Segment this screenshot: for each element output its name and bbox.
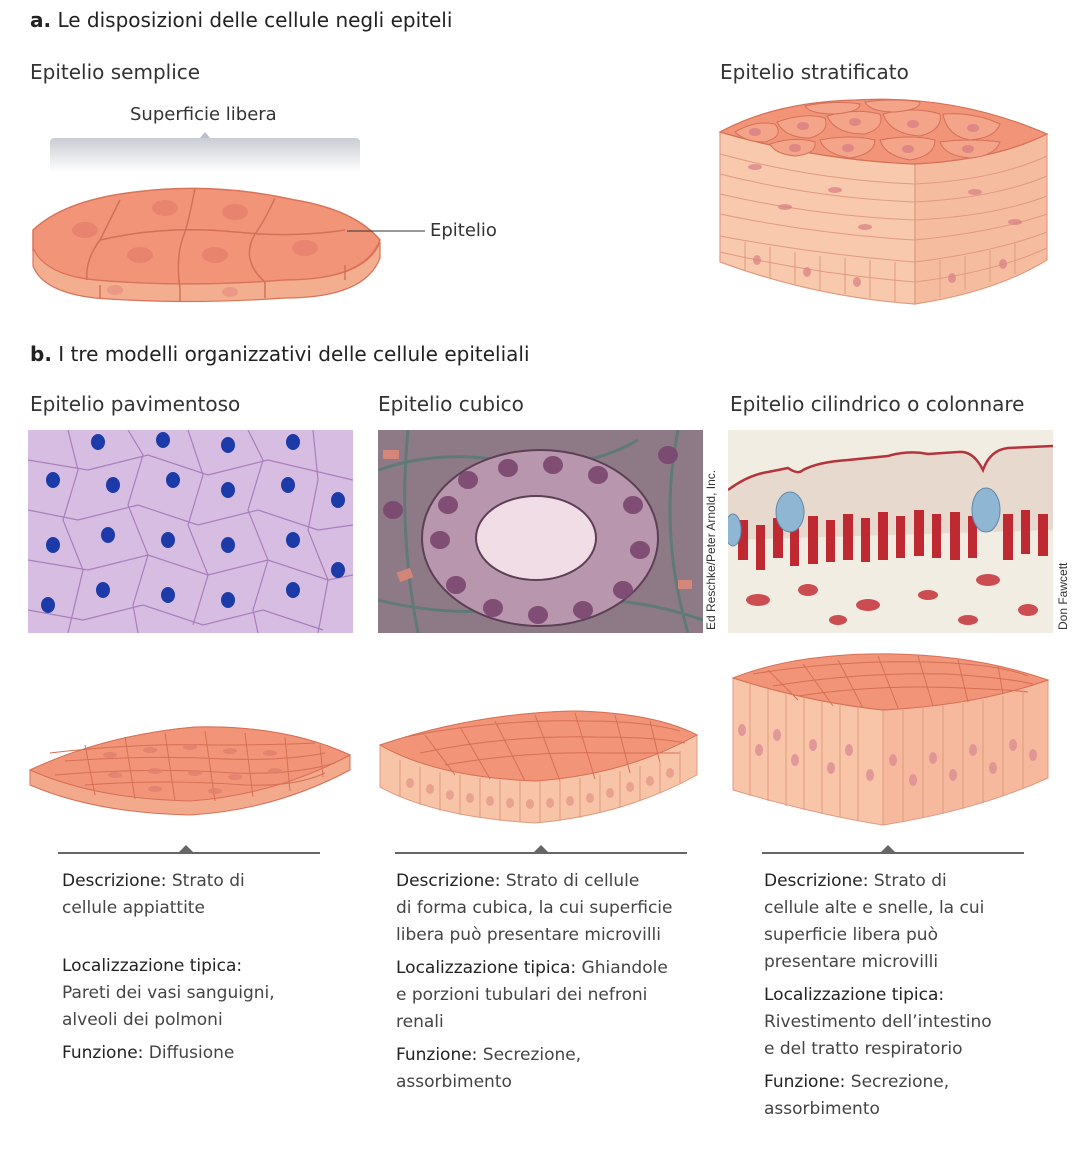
cuboidal-divider <box>395 845 687 854</box>
cuboidal-micrograph <box>378 430 703 633</box>
desc-line: presentare microvilli <box>764 952 939 972</box>
section-a-letter: a. <box>30 8 52 32</box>
stratified-epithelium-heading: Epitelio stratificato <box>720 60 909 84</box>
desc-line: Localizzazione tipica: <box>764 985 945 1005</box>
cuboidal-description: Descrizione: Strato di cellule di forma … <box>396 868 726 1096</box>
desc-line: Descrizione: Strato di <box>62 871 245 891</box>
free-surface-pointer <box>200 132 210 138</box>
photo-credit-fawcett: Don Fawcett <box>1056 562 1070 630</box>
cuboidal-illustration <box>378 710 699 824</box>
desc-line: Funzione: Secrezione, <box>764 1072 950 1092</box>
columnar-heading: Epitelio cilindrico o colonnare <box>730 392 1025 416</box>
desc-line: Funzione: Secrezione, <box>396 1045 582 1065</box>
desc-line: assorbimento <box>396 1072 512 1092</box>
section-b-title-text: I tre modelli organizzativi delle cellul… <box>58 342 530 366</box>
section-a-title: a. Le disposizioni delle cellule negli e… <box>30 8 452 32</box>
desc-line: Pareti dei vasi sanguigni, <box>62 983 275 1003</box>
columnar-divider <box>762 845 1024 854</box>
desc-line: Descrizione: Strato di <box>764 871 947 891</box>
desc-line: alveoli dei polmoni <box>62 1010 223 1030</box>
columnar-micrograph <box>728 430 1053 633</box>
desc-line: e porzioni tubulari dei nefroni <box>396 985 648 1005</box>
desc-line: libera può presentare microvilli <box>396 925 661 945</box>
photo-credit-reschke: Ed Reschke/Peter Arnold, Inc. <box>704 469 718 630</box>
desc-line: Localizzazione tipica: <box>62 956 243 976</box>
stratified-epithelium-illustration <box>718 98 1049 305</box>
desc-line: Rivestimento dell’intestino <box>764 1012 992 1032</box>
section-a-title-text: Le disposizioni delle cellule negli epit… <box>57 8 453 32</box>
squamous-micrograph <box>28 430 353 633</box>
cuboidal-heading: Epitelio cubico <box>378 392 524 416</box>
squamous-divider <box>58 845 320 854</box>
free-surface-label: Superficie libera <box>130 104 277 125</box>
free-surface-band <box>50 138 360 172</box>
squamous-illustration <box>28 726 352 816</box>
desc-line: Funzione: Diffusione <box>62 1043 235 1063</box>
desc-line: di forma cubica, la cui superficie <box>396 898 673 918</box>
squamous-heading: Epitelio pavimentoso <box>30 392 241 416</box>
columnar-description: Descrizione: Strato di cellule alte e sn… <box>764 868 1064 1123</box>
section-b-letter: b. <box>30 342 52 366</box>
section-b-title: b. I tre modelli organizzativi delle cel… <box>30 342 530 366</box>
desc-line: Localizzazione tipica: Ghiandole <box>396 958 668 978</box>
desc-line: assorbimento <box>764 1099 880 1119</box>
desc-line: e del tratto respiratorio <box>764 1039 963 1059</box>
desc-line: Descrizione: Strato di cellule <box>396 871 640 891</box>
desc-line: cellule appiattite <box>62 898 205 918</box>
desc-line <box>62 922 342 949</box>
epithelium-label: Epitelio <box>430 220 497 241</box>
squamous-description: Descrizione: Strato di cellule appiattit… <box>62 868 342 1067</box>
desc-line: superficie libera può <box>764 925 938 945</box>
simple-epithelium-illustration <box>32 132 425 303</box>
columnar-illustration <box>731 653 1050 826</box>
simple-epithelium-heading: Epitelio semplice <box>30 60 201 84</box>
desc-line: renali <box>396 1012 444 1032</box>
desc-line: cellule alte e snelle, la cui <box>764 898 985 918</box>
